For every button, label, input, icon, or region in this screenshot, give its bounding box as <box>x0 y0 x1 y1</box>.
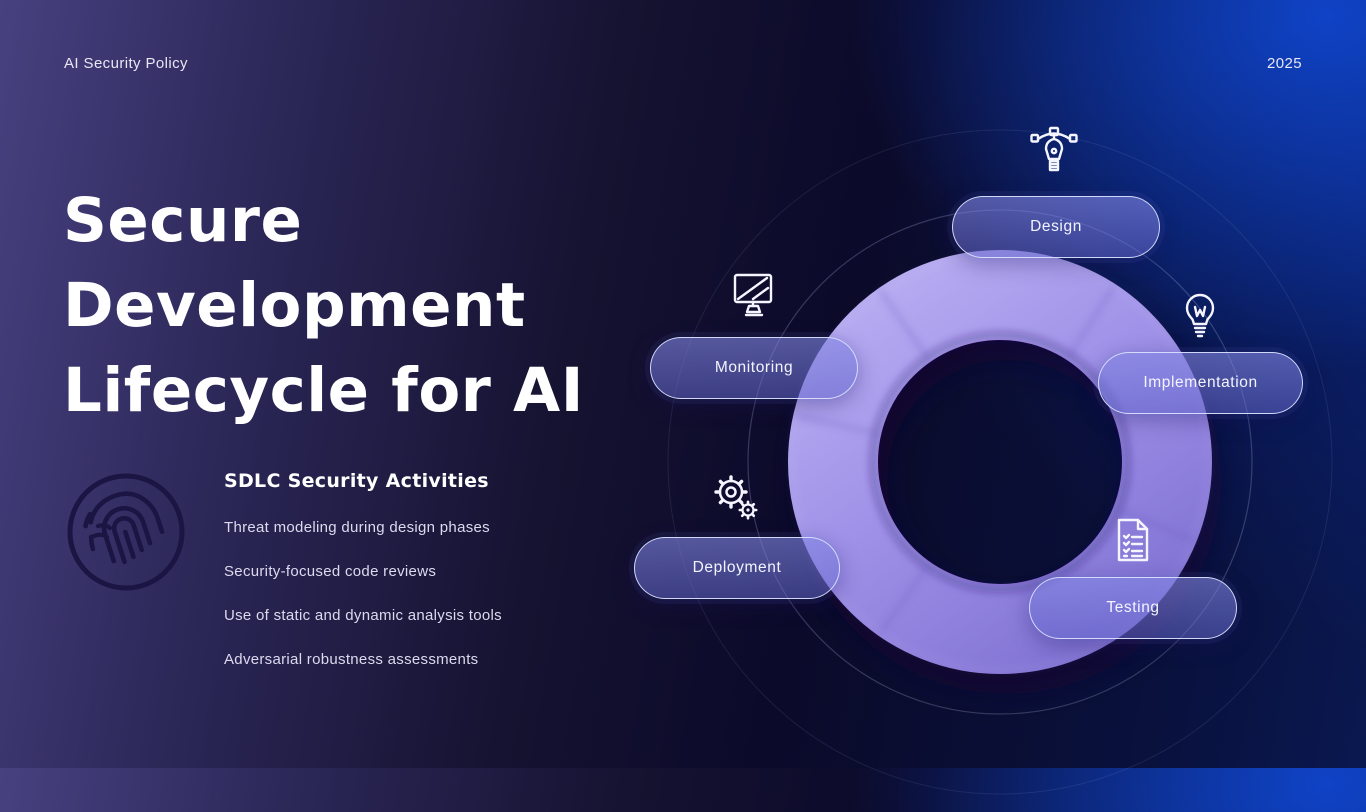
stage-pill-testing: Testing <box>1029 577 1237 639</box>
activities-heading: SDLC Security Activities <box>224 470 489 492</box>
fingerprint-icon <box>64 468 188 601</box>
stage-pill-implementation: Implementation <box>1098 352 1303 414</box>
slide-title: Secure Development Lifecycle for AI <box>63 178 584 433</box>
title-line-3: Lifecycle for AI <box>63 355 584 426</box>
activity-item: Security-focused code reviews <box>224 563 437 580</box>
activity-item: Adversarial robustness assessments <box>224 651 479 668</box>
activity-item: Use of static and dynamic analysis tools <box>224 607 502 624</box>
stage-label: Design <box>1030 218 1082 235</box>
title-line-1: Secure <box>63 185 303 256</box>
stage-label: Testing <box>1106 599 1160 616</box>
checklist-document-icon <box>1114 516 1152 564</box>
title-line-2: Development <box>63 270 526 341</box>
activity-item: Threat modeling during design phases <box>224 519 490 536</box>
activities-section: SDLC Security Activities Threat modeling… <box>224 470 664 668</box>
donut-ring <box>788 250 1212 674</box>
pen-tool-icon <box>1028 124 1080 176</box>
stage-label: Implementation <box>1143 374 1258 391</box>
lifecycle-donut-diagram <box>667 129 1333 795</box>
document-label: AI Security Policy <box>64 55 188 72</box>
stage-pill-design: Design <box>952 196 1160 258</box>
lightbulb-icon <box>1181 291 1219 339</box>
monitor-icon <box>731 271 775 319</box>
stage-label: Monitoring <box>714 359 794 376</box>
stage-label: Deployment <box>692 559 782 576</box>
stage-pill-monitoring: Monitoring <box>650 337 858 399</box>
gears-icon <box>711 473 759 521</box>
stage-pill-deployment: Deployment <box>634 537 840 599</box>
year-label: 2025 <box>1267 55 1302 72</box>
segment-seams <box>794 285 1196 635</box>
